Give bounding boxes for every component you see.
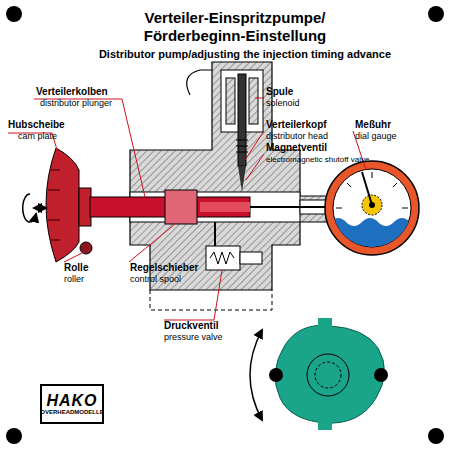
pressure-valve (206, 246, 240, 270)
title-text: Verteiler-Einspritzpumpe/ Förderbeginn-E… (128, 9, 342, 45)
solenoid-valve (236, 140, 248, 152)
dial-gauge (325, 161, 419, 255)
pump-housing (130, 62, 330, 290)
part-label: control spool (130, 274, 181, 285)
logo-box: HAKOOVERHEADMODELLE (40, 384, 104, 424)
pump-housing (150, 290, 272, 310)
part-label: Druckventil (164, 320, 218, 331)
part-label: Meßuhr (355, 119, 391, 130)
solenoid-valve (238, 166, 246, 192)
corner-holes (6, 428, 22, 444)
leader-lines (246, 154, 264, 180)
part-label: Verteilerkopf (266, 119, 327, 130)
solenoid-valve (249, 78, 258, 124)
distributor-rotor (374, 368, 388, 382)
solenoid-valve (221, 70, 263, 192)
control-spool (165, 190, 197, 224)
part-label: Rolle (64, 262, 88, 273)
pressure-valve (240, 252, 262, 264)
cam-plate (46, 148, 79, 262)
leader-lines (34, 99, 145, 197)
pressure-valve (210, 252, 234, 264)
cam-plate (46, 148, 92, 262)
pump-housing (130, 62, 330, 310)
part-label: distributor plunger (40, 98, 112, 109)
part-label: electromagnetic shutoff valve (266, 154, 369, 165)
leader-lines (64, 252, 84, 262)
logo-subtext: OVERHEADMODELLE (40, 409, 103, 416)
distributor-rotor (307, 354, 349, 396)
part-label: Spule (266, 86, 293, 97)
distributor-rotor (250, 330, 262, 420)
distributor-rotor (275, 325, 384, 423)
corner-holes (6, 6, 22, 22)
rotation-arrows (34, 207, 46, 209)
part-label: roller (64, 274, 84, 285)
leader-lines (8, 98, 366, 320)
part-label: distributor head (266, 131, 328, 142)
dial-gauge (330, 218, 410, 250)
gauge-adapter (250, 200, 328, 214)
part-label: Verteilerkolben (36, 86, 108, 97)
dial-gauge (362, 195, 382, 215)
distributor-rotor (318, 318, 332, 328)
dial-gauge (330, 218, 410, 250)
part-label: Magnetventil (266, 142, 327, 153)
distributor-rotor (318, 420, 332, 430)
leader-lines (129, 224, 175, 262)
corner-holes (428, 6, 444, 22)
cam-plate (79, 188, 91, 226)
dial-gauge (336, 172, 408, 208)
cam-plate (48, 170, 60, 240)
dial-gauge (369, 202, 375, 208)
pump-housing (187, 70, 212, 95)
leader-lines (255, 98, 264, 99)
part-label: cam plate (18, 131, 57, 142)
corner-holes (6, 6, 444, 444)
subtitle-text: Distributor pump/adjusting the injection… (75, 49, 415, 60)
part-label: solenoid (266, 98, 300, 109)
dial-gauge (325, 161, 419, 255)
distributor-plunger (200, 202, 250, 212)
rotation-arrows (23, 194, 46, 222)
gauge-adapter (250, 206, 328, 208)
distributor-rotor (250, 318, 388, 430)
control-spool (165, 190, 197, 224)
logo-text: HAKO (46, 392, 97, 409)
part-label: pressure valve (164, 332, 223, 343)
distributor-rotor (269, 368, 283, 382)
part-label: Hubscheibe (8, 119, 65, 130)
pressure-valve (214, 222, 216, 246)
cam-plate (80, 242, 92, 254)
part-label: Regelschieber (130, 262, 198, 273)
part-label: dial gauge (355, 131, 397, 142)
pressure-valve (206, 222, 262, 270)
corner-holes (428, 428, 444, 444)
dial-gauge (362, 172, 372, 205)
distributor-rotor (315, 362, 341, 388)
leader-lines (245, 131, 264, 160)
solenoid-valve (226, 78, 235, 124)
